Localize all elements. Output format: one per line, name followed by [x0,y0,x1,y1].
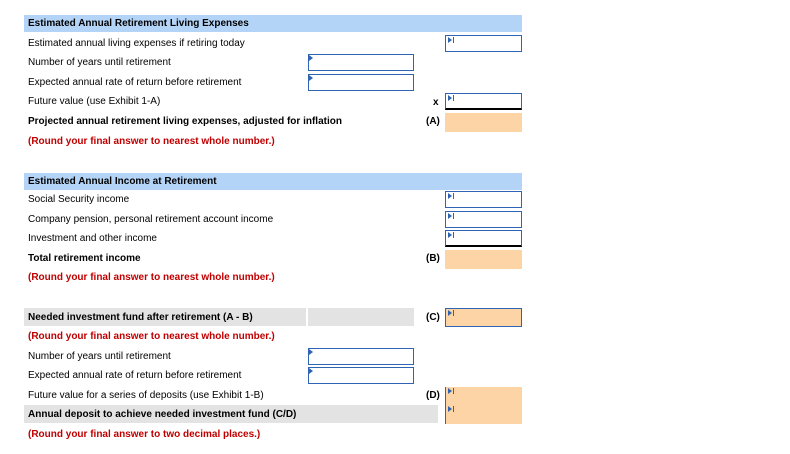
cursor-icon [453,193,454,199]
social-security-input[interactable] [445,191,522,208]
input-flag-icon [309,55,313,61]
round-note-3: (Round your final answer to nearest whol… [28,331,275,342]
multiply-sign: x [433,97,439,108]
label-total-income: Total retirement income [28,253,141,264]
label-future-value-1b: Future value for a series of deposits (u… [28,390,264,401]
input-flag-icon [448,213,452,219]
label-rate-of-return: Expected annual rate of return before re… [28,77,242,88]
input-flag-icon [448,310,452,316]
annual-deposit-input[interactable] [445,405,522,424]
rate-of-return-input-2[interactable] [308,367,414,384]
company-pension-input[interactable] [445,211,522,228]
label-years-until-retirement: Number of years until retirement [28,57,171,68]
years-until-retirement-input-2[interactable] [308,348,414,365]
input-flag-icon [448,406,452,412]
projected-expenses-output[interactable] [445,113,522,132]
cursor-icon [453,213,454,219]
living-expenses-today-input[interactable] [445,35,522,52]
years-until-retirement-input[interactable] [308,54,414,71]
input-flag-icon [309,349,313,355]
investment-income-input[interactable] [445,230,522,247]
round-note-4: (Round your final answer to two decimal … [28,429,261,440]
label-years-until-retirement-2: Number of years until retirement [28,351,171,362]
cursor-icon [453,95,454,101]
input-flag-icon [448,37,452,43]
label-needed-fund: Needed investment fund after retirement … [28,312,253,323]
row-band-needed-fund-mid [308,308,414,326]
input-flag-icon [309,75,313,81]
round-note-2: (Round your final answer to nearest whol… [28,272,275,283]
tag-c: (C) [426,312,440,323]
row-band-needed-fund [24,308,306,326]
cursor-icon [453,232,454,238]
input-flag-icon [448,193,452,199]
tag-a: (A) [426,116,440,127]
label-social-security: Social Security income [28,194,130,205]
section-title: Estimated Annual Retirement Living Expen… [28,18,249,29]
row-band-annual-deposit [24,405,438,423]
section-header-living-expenses: Estimated Annual Retirement Living Expen… [24,15,522,32]
tag-d: (D) [426,390,440,401]
input-flag-icon [448,388,452,394]
total-income-output[interactable] [445,250,522,269]
input-flag-icon [309,368,313,374]
label-rate-of-return-2: Expected annual rate of return before re… [28,370,242,381]
cursor-icon [453,310,454,316]
tag-b: (B) [426,253,440,264]
label-annual-deposit: Annual deposit to achieve needed investm… [28,409,297,420]
round-note-1: (Round your final answer to nearest whol… [28,136,275,147]
input-flag-icon [448,95,452,101]
future-value-1b-input[interactable] [445,387,522,406]
label-projected-expenses: Projected annual retirement living expen… [28,116,342,127]
label-investment-income: Investment and other income [28,233,157,244]
cursor-icon [453,388,454,394]
section-header-income: Estimated Annual Income at Retirement [24,173,522,190]
cursor-icon [453,37,454,43]
label-company-pension: Company pension, personal retirement acc… [28,214,274,225]
rate-of-return-input[interactable] [308,74,414,91]
future-value-1a-input[interactable] [445,93,522,110]
cursor-icon [453,406,454,412]
label-living-expenses-today: Estimated annual living expenses if reti… [28,38,245,49]
label-future-value-1a: Future value (use Exhibit 1-A) [28,96,161,107]
section-title: Estimated Annual Income at Retirement [28,176,217,187]
needed-fund-input[interactable] [445,308,522,327]
input-flag-icon [448,232,452,238]
